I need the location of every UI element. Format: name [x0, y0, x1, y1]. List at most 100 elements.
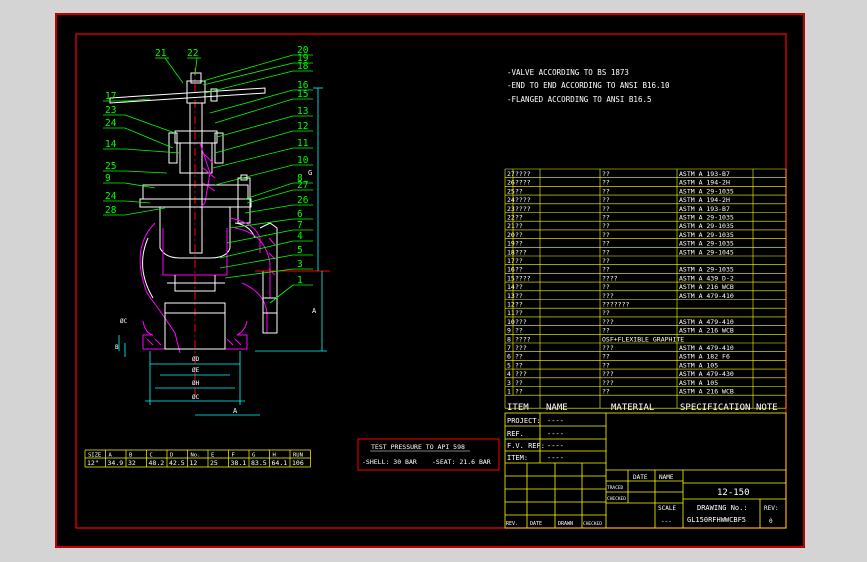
balloon-label: 16: [297, 80, 309, 91]
rev-col: REV.: [506, 521, 518, 527]
item-value: ----: [547, 454, 564, 462]
bom-cell-item: 27: [507, 170, 515, 178]
bom-cell-item: 24: [507, 196, 515, 204]
bom-cell-name: ??: [515, 388, 523, 396]
dim-label: ØD: [192, 356, 200, 363]
bom-header-name: NAME: [546, 403, 568, 413]
bom-cell-name: ??: [515, 353, 523, 361]
balloon-label: 25: [105, 161, 116, 172]
bom-cell-spec: ASTM A 182 F6: [679, 353, 730, 361]
balloon-label: 28: [105, 205, 117, 216]
bom-cell-item: 3: [507, 379, 511, 387]
bom-cell-name: ??: [515, 292, 523, 300]
bom-cell-item: 19: [507, 240, 515, 248]
bom-cell-material: ??: [602, 327, 610, 335]
bom-header-note: NOTE: [756, 403, 778, 413]
test-shell: -SHELL: 30 BAR: [362, 458, 417, 466]
bom-cell-name: ????: [515, 179, 531, 187]
balloon-label: 13: [297, 106, 308, 117]
rev-label: REV:: [764, 505, 778, 512]
bom-cell-material: ??: [602, 196, 610, 204]
bom-cell-name: ???: [515, 318, 527, 326]
balloon-label: 8: [297, 173, 303, 184]
bom-cell-spec: ASTM A 105: [679, 361, 718, 369]
bom-cell-material: ???: [602, 292, 614, 300]
bom-cell-name: ??: [515, 309, 523, 317]
balloon-label: 18: [297, 61, 309, 72]
bom-cell-material: ??: [602, 283, 610, 291]
balloon-label: 22: [187, 48, 198, 59]
bom-cell-name: ??: [515, 301, 523, 309]
bom-cell-material: ??: [602, 266, 610, 274]
bom-cell-name: ???: [515, 370, 527, 378]
bom-cell-item: 23: [507, 205, 515, 213]
dims-header: A: [109, 453, 113, 459]
bom-cell-item: 11: [507, 309, 515, 317]
balloon-label: 6: [297, 209, 303, 220]
bom-cell-item: 8: [507, 335, 511, 343]
dim-label: ØC: [120, 318, 128, 325]
dims-value: 34.9: [108, 459, 124, 467]
ref-label: REF.: [507, 430, 524, 438]
note-line: -VALVE ACCORDING TO BS 1873: [507, 68, 629, 77]
bom-cell-material: ??: [602, 309, 610, 317]
item-label: ITEM:: [507, 454, 528, 462]
dims-header: B: [129, 453, 133, 459]
bom-cell-material: ??: [602, 353, 610, 361]
bom-cell-item: 15: [507, 274, 515, 282]
ref-value: ----: [547, 430, 564, 438]
bom-cell-item: 17: [507, 257, 515, 265]
bom-cell-item: 16: [507, 266, 515, 274]
date-col: DATE: [530, 521, 542, 527]
bom-cell-material: ??: [602, 187, 610, 195]
bom-cell-item: 18: [507, 248, 515, 256]
drawing-canvas: G A ØC ØD ØE ØH B A ØC 17232414259242821…: [55, 13, 805, 548]
date-label: DATE: [633, 474, 648, 481]
balloon-label: 26: [297, 195, 309, 206]
rev-value: 0: [769, 518, 773, 525]
dims-header: C: [150, 453, 153, 459]
bom-header: ITEM NAME MATERIAL SPECIFICATION NOTE: [507, 403, 778, 413]
bom-cell-name: ??: [515, 240, 523, 248]
balloon-label: 24: [105, 191, 117, 202]
bom-header-item: ITEM: [507, 403, 529, 413]
bom-cell-item: 26: [507, 179, 515, 187]
dims-header: D: [170, 453, 173, 459]
project-value: ----: [547, 417, 564, 425]
bom-cell-material: ???: [602, 370, 614, 378]
bom-cell-spec: ASTM A 29-1035: [679, 214, 734, 222]
bom-cell-material: ??: [602, 170, 610, 178]
bom-cell-material: ???: [602, 379, 614, 387]
bom-cell-name: ????: [515, 205, 531, 213]
dims-value: 64.1: [272, 459, 288, 467]
scale-value: ---: [661, 518, 672, 525]
bom-cell-material: ??: [602, 240, 610, 248]
bom-cell-spec: ASTM A 479-410: [679, 318, 734, 326]
bom-cell-item: 10: [507, 318, 515, 326]
bom-cell-name: ????: [515, 335, 531, 343]
balloon-label: 19: [297, 53, 309, 64]
bom-header-material: MATERIAL: [611, 403, 654, 413]
bom-cell-material: ??: [602, 179, 610, 187]
balloon-label: 23: [105, 105, 116, 116]
balloon-label: 3: [297, 259, 303, 270]
drawing-no-label: DRAWING No.:: [697, 504, 748, 512]
bom-cell-item: 12: [507, 301, 515, 309]
name-label: NAME: [659, 474, 674, 481]
test-pressure-box: [357, 438, 500, 471]
balloon-label: 14: [105, 139, 117, 150]
scale-label: SCALE: [658, 505, 676, 512]
fv-ref-label: F.V. REF:: [507, 442, 545, 450]
test-seat: -SEAT: 21.6 BAR: [432, 458, 491, 466]
balloon-label: 12: [297, 121, 308, 132]
bom-cell-name: ????: [515, 196, 531, 204]
fv-ref-value: ----: [547, 442, 564, 450]
bom-cell-name: ??: [515, 257, 523, 265]
drawing-no: GL150RFHWWCBF5: [687, 516, 746, 524]
bom-cell-item: 1: [507, 388, 511, 396]
dims-header: F: [232, 453, 235, 459]
balloon-label: 7: [297, 220, 303, 231]
project-label: PROJECT:: [507, 417, 541, 425]
